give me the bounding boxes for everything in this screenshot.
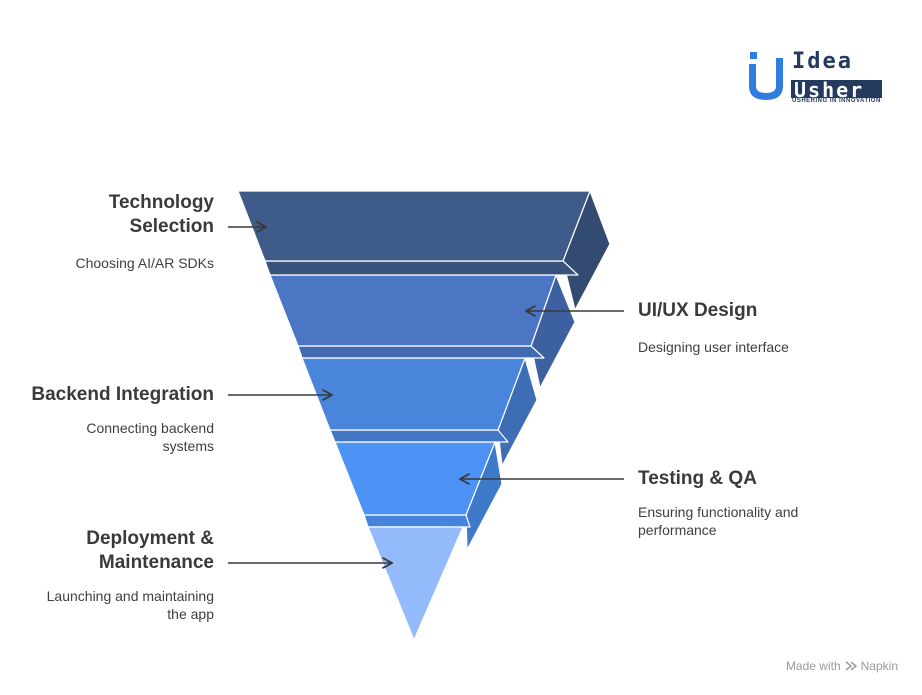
stage-title-line: Selection bbox=[129, 216, 214, 237]
stage-title-line: Maintenance bbox=[98, 552, 214, 573]
logo-usher-text: Usher bbox=[794, 78, 865, 102]
footer-brand: Napkin bbox=[860, 659, 898, 673]
stage-desc-line: Designing user interface bbox=[638, 339, 789, 355]
stage-title-line: Testing & QA bbox=[638, 468, 757, 489]
stage-desc-line: Choosing AI/AR SDKs bbox=[75, 255, 214, 271]
stage-desc-line: Connecting backend bbox=[86, 420, 214, 436]
stage-title-line: Deployment & bbox=[86, 528, 214, 549]
stage-title-line: UI/UX Design bbox=[638, 300, 758, 321]
stage-desc-line: systems bbox=[162, 438, 214, 454]
idea-usher-logo: Idea Usher USHERING IN INNOVATION bbox=[746, 48, 886, 104]
stage-desc-line: Launching and maintaining bbox=[46, 588, 214, 604]
napkin-logo-icon bbox=[845, 661, 857, 671]
funnel-layer-ledge bbox=[363, 514, 471, 528]
logo-mark-icon bbox=[749, 52, 882, 100]
stage-title-line: Technology bbox=[108, 192, 214, 213]
funnel-tip-front bbox=[367, 526, 464, 641]
stage-desc-line: the app bbox=[167, 606, 214, 622]
stage-title-line: Backend Integration bbox=[31, 384, 214, 405]
stage-desc-line: performance bbox=[638, 522, 717, 538]
logo-tagline: USHERING IN INNOVATION bbox=[792, 98, 881, 104]
made-with-napkin-footer: Made with Napkin bbox=[786, 659, 898, 673]
funnel-layer-ledge bbox=[297, 345, 545, 359]
funnel-layer-ledge bbox=[329, 429, 509, 443]
funnel-layer-front bbox=[269, 274, 557, 347]
funnel-layer-ledge bbox=[264, 260, 579, 276]
stage-desc-line: Ensuring functionality and bbox=[638, 504, 799, 520]
footer-made-with: Made with bbox=[785, 659, 841, 673]
logo-idea-text: Idea bbox=[792, 49, 853, 74]
funnel-layer-front bbox=[301, 357, 526, 431]
funnel-layer-front bbox=[237, 190, 591, 262]
